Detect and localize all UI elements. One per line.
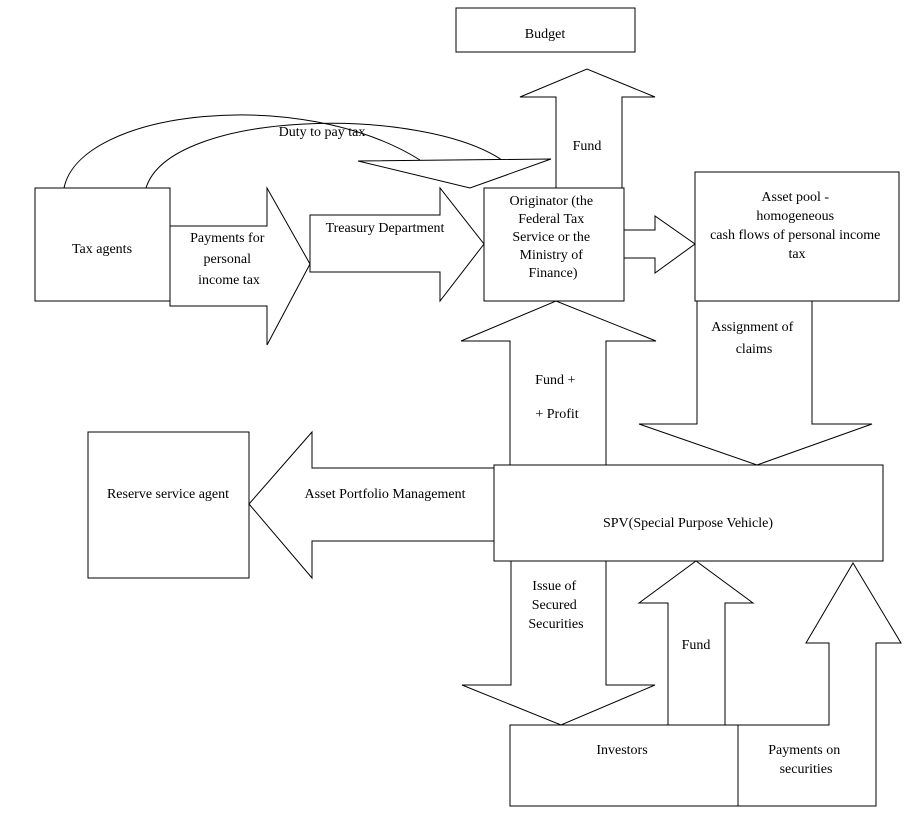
payments-line-2: personal: [204, 252, 252, 267]
spv-box: [493, 464, 884, 562]
investors-label: Investors: [596, 743, 647, 758]
budget-box: [455, 7, 636, 53]
reserve-agent-label: Reserve service agent: [107, 487, 229, 502]
issue-securities-label: Issue of Secured Securities: [528, 579, 583, 632]
investors-node: Investors: [509, 724, 739, 807]
asset-pool-line-4: tax: [788, 247, 805, 262]
treasury-department-label: Treasury Department: [326, 221, 445, 236]
payments-arrow-shape: [169, 186, 311, 346]
duty-to-pay-tax-label: Duty to pay tax: [279, 125, 366, 140]
tax-agents-node: Tax agents: [34, 187, 171, 302]
spv-node: SPV(Special Purpose Vehicle): [493, 464, 884, 562]
originator-box: [483, 187, 625, 302]
issue-line-1: Issue of: [532, 579, 576, 594]
fund-up-arrow-shape: [519, 68, 656, 189]
treasury-department-arrow: Treasury Department: [309, 186, 485, 303]
originator-label: Originator (the Federal Tax Service or t…: [509, 194, 596, 281]
fund-profit-arrow: Fund + + Profit: [460, 300, 657, 466]
reserve-agent-node: Reserve service agent: [87, 431, 250, 579]
fund-profit-line-2: + Profit: [535, 407, 578, 422]
assignment-of-claims-arrow: Assignment of claims: [638, 300, 873, 466]
tax-agents-label: Tax agents: [72, 242, 132, 257]
payments-line-1: Payments for: [190, 231, 265, 246]
fund-to-budget-arrow: Fund: [519, 68, 656, 189]
tax-agents-box: [34, 187, 171, 302]
asset-pool-line-2: homogeneous: [756, 209, 834, 224]
fund-from-investors-label: Fund: [682, 638, 711, 653]
originator-to-pool-arrow: [623, 215, 696, 274]
originator-line-2: Federal Tax: [518, 212, 584, 227]
fund-from-investors-arrow: Fund: [637, 560, 755, 726]
duty-curve-outer: [63, 114, 421, 189]
fund-profit-label: Fund + + Profit: [535, 373, 579, 422]
asset-pool-line-1: Asset pool -: [761, 190, 829, 205]
payments-on-securities-label: Payments on securities: [768, 743, 843, 777]
originator-line-4: Ministry of: [520, 248, 584, 263]
duty-arrowhead: [357, 158, 552, 189]
fund-investors-arrow-shape: [637, 560, 755, 726]
issue-line-2: Secured: [532, 598, 577, 613]
fund-to-budget-label: Fund: [573, 139, 602, 154]
treasury-arrow-shape: [309, 186, 485, 303]
portfolio-arrow-shape: [248, 430, 495, 580]
payments-on-securities-arrow: Payments on securities: [737, 562, 902, 807]
assignment-line-1: Assignment of: [711, 320, 793, 335]
investors-box: [509, 724, 739, 807]
issue-line-3: Securities: [528, 617, 583, 632]
issue-securities-arrow: Issue of Secured Securities: [461, 560, 656, 726]
assignment-arrow-shape: [638, 300, 873, 466]
asset-pool-label: Asset pool - homogeneous cash flows of p…: [710, 190, 884, 262]
assignment-of-claims-label: Assignment of claims: [711, 320, 797, 357]
asset-portfolio-management-arrow: Asset Portfolio Management: [248, 430, 495, 580]
fund-profit-line-1: Fund +: [535, 373, 575, 388]
duty-to-pay-tax-arrow: Duty to pay tax: [63, 114, 552, 189]
asset-portfolio-management-label: Asset Portfolio Management: [305, 487, 466, 502]
issue-arrow-shape: [461, 560, 656, 726]
payments-income-tax-label: Payments for personal income tax: [190, 231, 268, 288]
budget-node: Budget: [455, 7, 636, 53]
payments-securities-arrow-shape: [737, 562, 902, 807]
payments-securities-line-2: securities: [780, 762, 833, 777]
originator-line-1: Originator (the: [509, 194, 593, 209]
asset-pool-line-3: cash flows of personal income: [710, 228, 880, 243]
payments-line-3: income tax: [198, 273, 260, 288]
payments-income-tax-arrow: Payments for personal income tax: [169, 186, 311, 346]
fund-profit-arrow-shape: [460, 300, 657, 466]
asset-pool-box: [694, 171, 900, 302]
budget-label: Budget: [525, 27, 566, 42]
originator-line-3: Service or the: [512, 230, 590, 245]
payments-securities-line-1: Payments on: [768, 743, 840, 758]
assignment-line-2: claims: [736, 342, 773, 357]
asset-pool-node: Asset pool - homogeneous cash flows of p…: [694, 171, 900, 302]
originator-node: Originator (the Federal Tax Service or t…: [483, 187, 625, 302]
spv-label: SPV(Special Purpose Vehicle): [603, 516, 773, 531]
reserve-agent-box: [87, 431, 250, 579]
originator-line-5: Finance): [529, 266, 578, 281]
duty-curve-inner: [145, 122, 503, 189]
